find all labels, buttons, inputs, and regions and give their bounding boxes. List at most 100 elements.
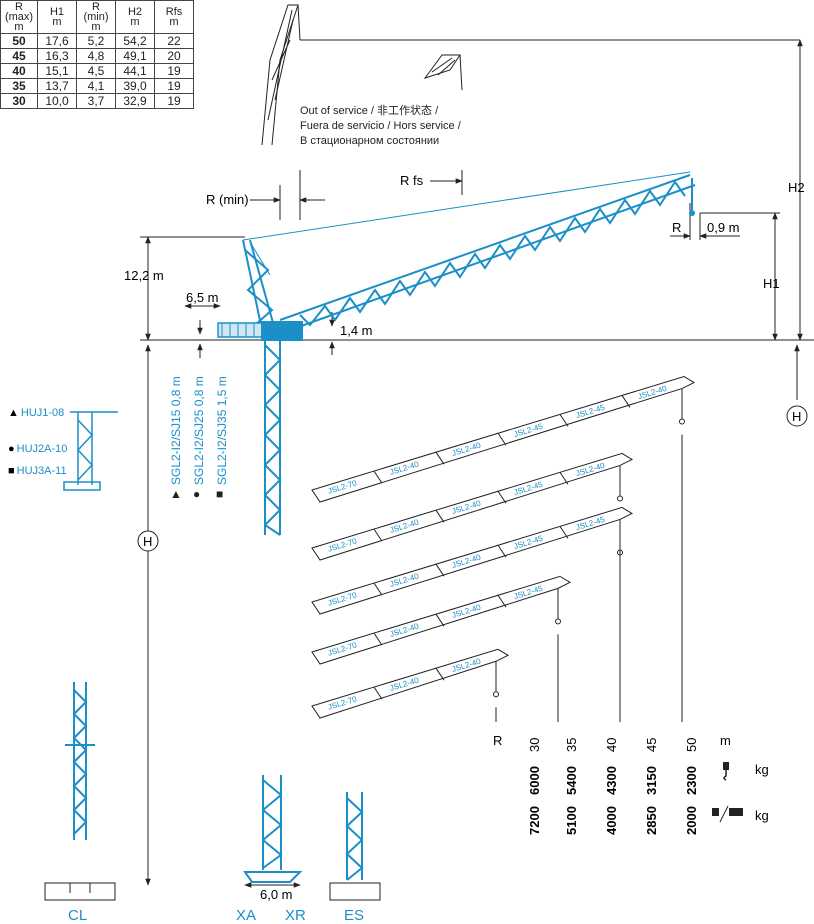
jib-config: JSL2-70JSL2-40JSL2-40JSL2-45JSL2-45JSL2-… xyxy=(311,375,696,722)
r09-label: 0,9 m xyxy=(707,220,740,235)
table-cell: 19 xyxy=(154,93,194,109)
h1-label: H1 xyxy=(763,276,780,291)
jib-segment-divider xyxy=(559,414,569,427)
out-of-service-crane xyxy=(261,4,463,146)
radius-value: 45 xyxy=(644,738,659,752)
load-unit-m: m xyxy=(720,733,731,748)
counterweight-legend: ▲HUJ1-08 ●HUJ2A-10 ■HUJ3A-11 xyxy=(8,407,118,491)
base-xa-xr xyxy=(243,775,303,883)
table-cell: 32,9 xyxy=(115,93,155,109)
jib-segment-divider xyxy=(373,528,383,542)
rfs-label: R fs xyxy=(400,173,424,188)
load-single-value: 3150 xyxy=(644,766,659,795)
load-unit-kg-1: kg xyxy=(755,762,769,777)
load-r-label: R xyxy=(493,733,502,748)
cw-3: ■HUJ3A-11 xyxy=(8,465,67,477)
base-cl-foundation xyxy=(44,882,116,901)
table-cell: 10,0 xyxy=(37,93,77,109)
jib-segment-divider xyxy=(435,451,445,465)
jib-segment-divider xyxy=(559,472,569,485)
base-es-label: ES xyxy=(344,907,364,924)
hook-icon xyxy=(493,691,499,698)
load-unit-kg-2: kg xyxy=(755,808,769,823)
jib-segment-divider xyxy=(435,667,445,681)
jib-segment-divider xyxy=(435,613,445,627)
h-circle-label: H xyxy=(143,534,152,549)
jib-segment-divider xyxy=(621,395,631,408)
table-cell: 3,7 xyxy=(76,93,116,109)
jib-segment-divider xyxy=(497,432,507,446)
radius-value: 35 xyxy=(564,738,579,752)
load-single-value: 6000 xyxy=(527,766,542,795)
out-of-service-note: Out of service / 非工作状态 / Fuera de servic… xyxy=(300,105,461,147)
d60-label: 6,0 m xyxy=(260,887,293,902)
jib-segment-divider xyxy=(435,563,445,577)
base-xa-label: XA xyxy=(236,907,256,924)
table-cell: 44,1 xyxy=(115,63,155,79)
jib-outline xyxy=(311,452,634,561)
base-es-foundation xyxy=(329,882,381,901)
table-cell: 5,2 xyxy=(76,33,116,49)
ballast-labels: SGL2-I2/SJ15 0,8 m SGL2-I2/SJ25 0,8 m SG… xyxy=(169,376,229,501)
single-hook-icon xyxy=(723,762,729,781)
base-cl xyxy=(65,682,95,840)
jib-segment-divider xyxy=(373,470,383,484)
double-hook-icon xyxy=(712,805,743,823)
jib-outline xyxy=(311,575,572,665)
radius-value: 50 xyxy=(684,738,699,752)
radius-value: 40 xyxy=(604,738,619,752)
header-r-max: R (max)m xyxy=(0,0,38,34)
table-cell: 13,7 xyxy=(37,78,77,94)
base-xr-label: XR xyxy=(285,907,306,924)
load-single-value: 4300 xyxy=(604,766,619,795)
jib-configurations: JSL2-70JSL2-40JSL2-40JSL2-45JSL2-45JSL2-… xyxy=(311,375,696,722)
load-double-value: 2850 xyxy=(644,806,659,835)
ballast-1-symbol: ▲ xyxy=(170,487,182,501)
load-double-value: 2000 xyxy=(684,806,699,835)
jib-outline xyxy=(311,648,510,719)
hook-icon xyxy=(617,495,623,502)
crane-jib xyxy=(279,174,696,331)
base-es xyxy=(345,792,364,881)
cw-2: ●HUJ2A-10 xyxy=(8,443,67,455)
jib-segment-divider xyxy=(497,594,507,608)
radius-value: 30 xyxy=(527,738,542,752)
ballast-1-label: SGL2-I2/SJ15 0,8 m xyxy=(169,376,183,485)
base-configurations: CL 6,0 m XA XR ES xyxy=(44,682,381,924)
table-cell: 17,6 xyxy=(37,33,77,49)
rmin-label: R (min) xyxy=(206,192,249,207)
h2-label: H2 xyxy=(788,180,805,195)
hook-icon xyxy=(617,549,623,556)
crane-tower-head xyxy=(217,171,691,341)
cw-1: ▲HUJ1-08 xyxy=(8,407,64,419)
d14-label: 1,4 m xyxy=(340,323,373,338)
table-cell: 20 xyxy=(154,48,194,64)
jib-segment-divider xyxy=(373,582,383,596)
table-cell: 39,0 xyxy=(115,78,155,94)
hook-icon xyxy=(555,618,561,625)
jib-outline xyxy=(311,506,634,615)
jib-segment-divider xyxy=(497,490,507,504)
ballast-3-symbol: ■ xyxy=(216,487,223,501)
r-label: R xyxy=(672,220,681,235)
h122-label: 12,2 m xyxy=(124,268,164,283)
ballast-2-symbol: ● xyxy=(193,487,200,501)
load-double-value: 7200 xyxy=(527,806,542,835)
jib-segment-divider xyxy=(373,686,383,700)
jib-segment-divider xyxy=(497,544,507,558)
d65-label: 6,5 m xyxy=(186,290,219,305)
load-table: R m kg kg 306000720035540051004043004000… xyxy=(493,733,769,835)
load-double-value: 5100 xyxy=(564,806,579,835)
cw-mast-icon xyxy=(63,411,118,491)
